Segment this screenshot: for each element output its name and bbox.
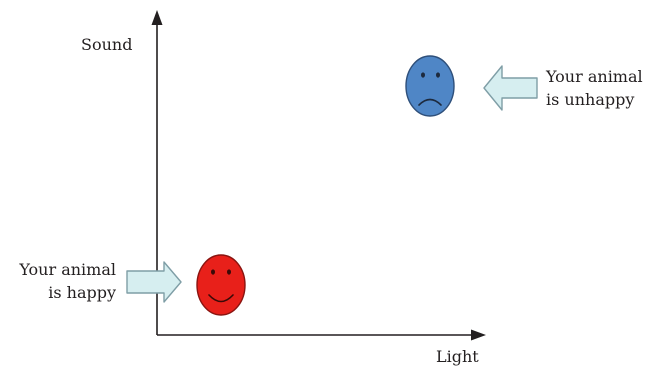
unhappy-face: [405, 55, 455, 117]
x-axis-arrowhead: [471, 329, 486, 341]
frowning-face-icon: [405, 55, 455, 117]
unhappy-right-eye: [436, 72, 440, 78]
happy-caption-line-2: is happy: [48, 283, 116, 302]
unhappy-caption-line-2: is unhappy: [546, 90, 635, 109]
x-axis-label: Light: [436, 347, 479, 366]
y-axis-arrowhead: [151, 10, 163, 25]
smiling-face-icon: [196, 254, 246, 316]
unhappy-pointer-arrow: [483, 65, 538, 111]
unhappy-caption-line-1: Your animal: [546, 67, 643, 86]
unhappy-mouth: [418, 98, 442, 106]
y-axis-label: Sound: [81, 35, 133, 54]
happy-pointer-arrow: [126, 261, 182, 303]
happy-right-eye: [227, 269, 231, 275]
happy-caption-line-1: Your animal: [19, 260, 116, 279]
unhappy-left-eye: [421, 72, 425, 78]
happy-face: [196, 254, 246, 316]
happy-left-eye: [211, 269, 215, 275]
happy-mouth: [208, 294, 234, 303]
